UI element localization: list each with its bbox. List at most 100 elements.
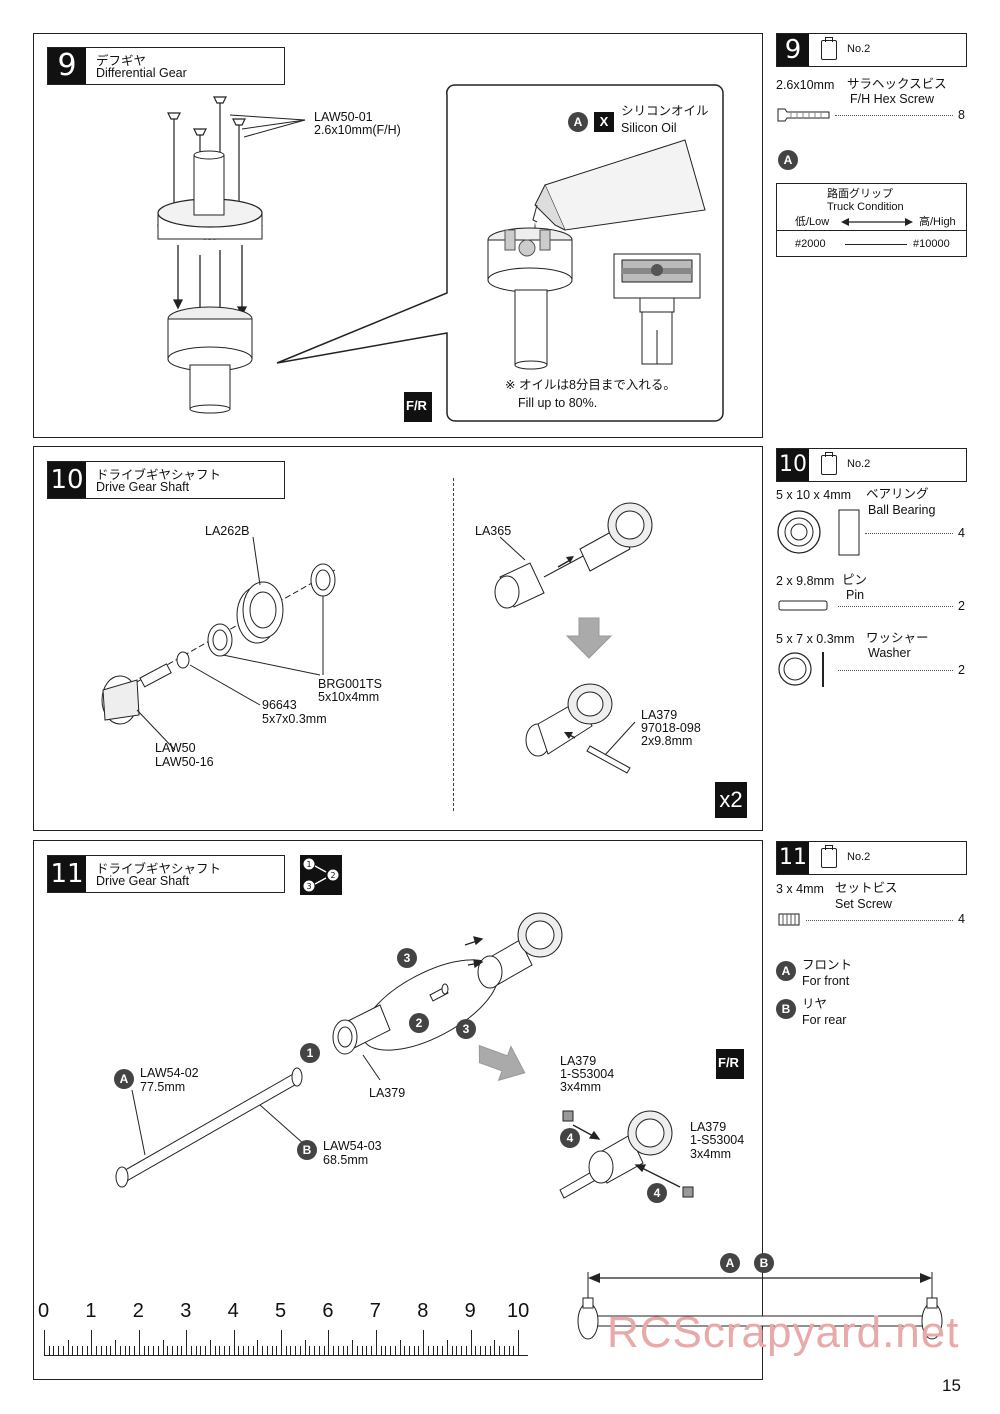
ruler-tick [304, 1340, 306, 1356]
ruler-tick [72, 1346, 74, 1356]
diff-cutaway-drawing [613, 253, 701, 365]
step-4-badge-left: 4 [560, 1128, 580, 1148]
ruler-tick [427, 1346, 429, 1356]
ruler-tick [62, 1346, 64, 1356]
ruler-tick [432, 1346, 434, 1356]
ruler-tick [228, 1346, 230, 1356]
diagonal-arrow-icon [478, 1044, 526, 1082]
pin-label-3: 2x9.8mm [641, 734, 693, 748]
ruler-number: 5 [275, 1300, 287, 1322]
washer-en: Washer [868, 646, 911, 660]
step10-number: 10 [48, 462, 86, 498]
ruler-tick [437, 1346, 439, 1356]
ruler-tick [181, 1346, 183, 1356]
ruler-tick [285, 1346, 287, 1356]
ruler-tick [266, 1346, 268, 1356]
ruler-tick [333, 1346, 335, 1356]
ruler-tick [380, 1346, 382, 1356]
order-steps-glyph: 123 [302, 857, 340, 893]
oil-low: #2000 [795, 238, 826, 250]
gear-label-2: LAW50-16 [155, 755, 214, 769]
ruler-tick [247, 1346, 249, 1356]
side11-header: 11 No.2 [776, 841, 967, 875]
step-3-badge-top: 3 [397, 948, 417, 968]
step11-fr-text: F/R [718, 1055, 739, 1070]
shaft-a-label-2: 77.5mm [140, 1080, 186, 1094]
step-1-badge: 1 [300, 1043, 320, 1063]
ruler-tick [390, 1346, 392, 1356]
shaft-b-label-1: LAW54-03 [323, 1139, 382, 1153]
ruler-tick [456, 1346, 458, 1356]
ruler-tick [214, 1346, 216, 1356]
la365-label: LA365 [475, 524, 512, 538]
side9-part-jp: サラヘックスビス [847, 77, 947, 91]
front-en: For front [802, 974, 850, 988]
step9-number: 9 [48, 48, 86, 84]
step9-screw-label-1: LAW50-01 [314, 110, 373, 124]
screw-b-label-3: 3x4mm [690, 1147, 731, 1161]
no-mix-icon: X [594, 112, 614, 132]
dimension-b-badge: B [754, 1253, 774, 1273]
ruler-tick [465, 1346, 467, 1356]
shaft-a-label-1: LAW54-02 [140, 1066, 199, 1080]
ruler-tick [399, 1340, 401, 1356]
side9-bag: No.2 [847, 43, 871, 55]
step11-title-en: Drive Gear Shaft [96, 874, 190, 888]
step-2-badge: 2 [409, 1013, 429, 1033]
dimension-a-badge: A [720, 1253, 740, 1273]
ruler-tick [153, 1346, 155, 1356]
step10-divider [453, 478, 454, 811]
ruler-tick [219, 1346, 221, 1356]
fill-note-en: Fill up to 80%. [518, 396, 598, 410]
ruler-tick [105, 1346, 107, 1356]
screw-b-label-2: 1-S53004 [690, 1133, 745, 1147]
set-screw-leader [806, 920, 953, 921]
step9-title-en: Differential Gear [96, 66, 187, 80]
ruler-tick [110, 1346, 112, 1356]
set-screw-install-drawing [559, 1110, 694, 1199]
la379-label: LA379 [369, 1086, 406, 1100]
ruler-tick [404, 1346, 406, 1356]
side9-leader [835, 115, 953, 116]
grip-high: 高/High [919, 216, 956, 228]
pin-en: Pin [846, 588, 865, 602]
ruler-tick [499, 1346, 501, 1356]
ruler-number: 8 [417, 1300, 429, 1322]
side9-part-qty: 8 [958, 108, 965, 122]
ruler-tick [271, 1346, 273, 1356]
ruler-tick [513, 1346, 515, 1356]
ruler-tick [295, 1346, 297, 1356]
pin-size: 2 x 9.8mm [776, 574, 835, 588]
la365-assembly-drawing [494, 502, 653, 609]
shaft-a-badge: A [114, 1069, 134, 1089]
ruler-tick [77, 1346, 79, 1356]
ruler-tick [309, 1346, 311, 1356]
side10-header: 10 No.2 [776, 448, 967, 482]
step9-header: 9 デフギヤ Differential Gear [47, 47, 285, 85]
ruler-tick [162, 1340, 164, 1356]
ruler-tick [413, 1346, 415, 1356]
side10-number: 10 [777, 449, 809, 481]
oil-high: #10000 [913, 238, 950, 250]
step9-screw-label-2: 2.6x10mm(F/H) [314, 123, 401, 137]
parts-bag-icon [821, 37, 837, 60]
pin-jp: ピン [842, 573, 868, 587]
ruler-tick [176, 1346, 178, 1356]
step9-title-jp: デフギヤ [96, 54, 147, 68]
shaft-b-badge: B [297, 1140, 317, 1160]
ruler-tick [461, 1346, 463, 1356]
ruler-tick [209, 1340, 211, 1356]
grip-jp: 路面グリップ [827, 188, 893, 200]
washer-label-1: 96643 [262, 698, 297, 712]
step10-header: 10 ドライブギヤシャフト Drive Gear Shaft [47, 461, 285, 499]
ruler-tick [138, 1330, 140, 1356]
ruler-tick [299, 1346, 301, 1356]
washer-size: 5 x 7 x 0.3mm [776, 632, 855, 646]
ruler-tick [148, 1346, 150, 1356]
side10-bag: No.2 [847, 458, 871, 470]
ruler-tick [394, 1346, 396, 1356]
fr-badge-text: F/R [406, 398, 427, 413]
shaft-b-label-2: 68.5mm [323, 1153, 369, 1167]
ruler-tick [337, 1346, 339, 1356]
